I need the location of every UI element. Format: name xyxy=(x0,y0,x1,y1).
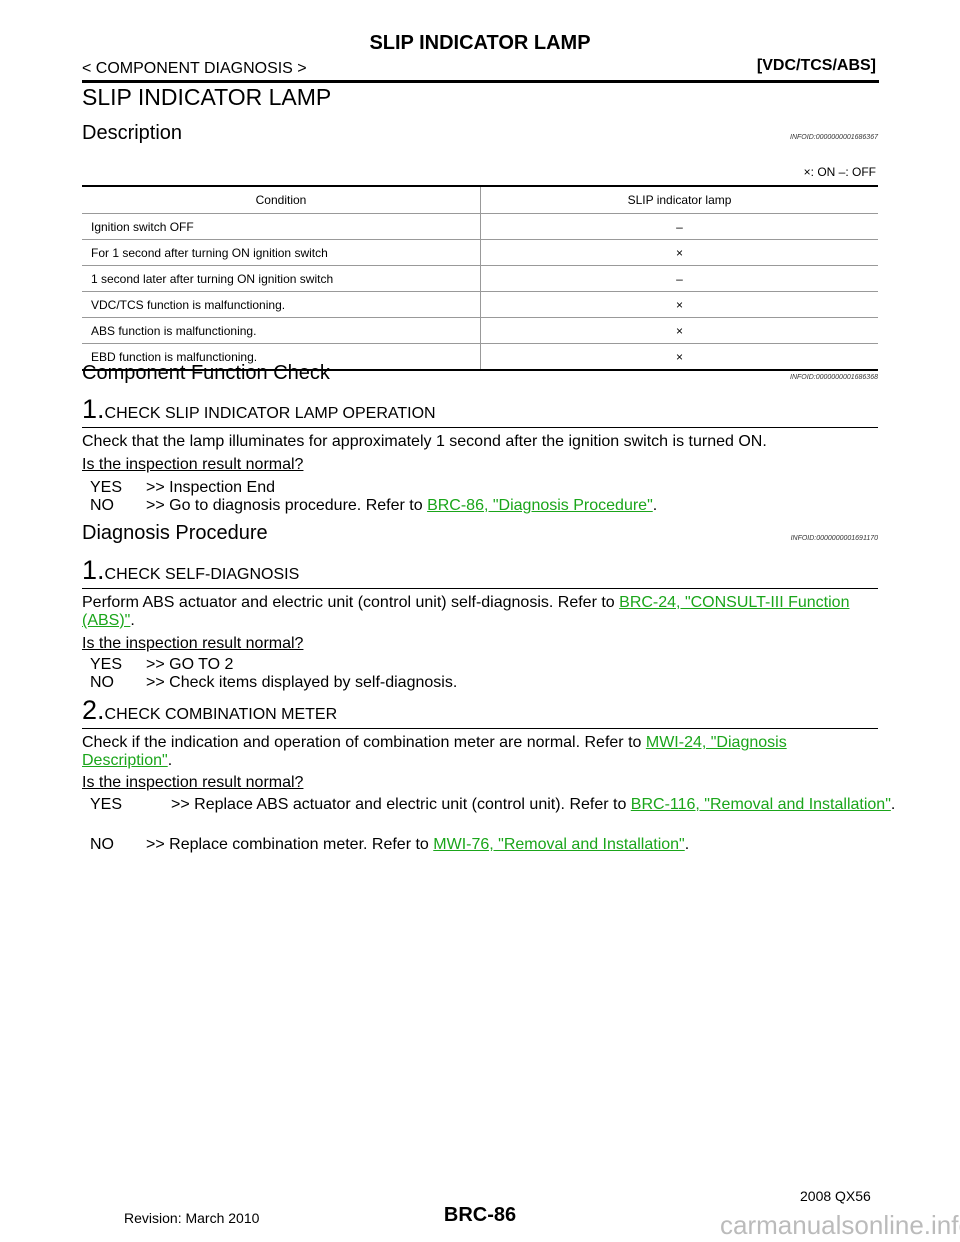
answer-no: NO >> Replace combination meter. Refer to… xyxy=(90,836,886,854)
ref-link[interactable]: BRC-86, "Diagnosis Procedure" xyxy=(427,497,653,514)
step-title: CHECK SELF-DIAGNOSIS xyxy=(104,566,300,583)
column-header: Condition xyxy=(82,185,481,214)
dp-heading: Diagnosis Procedure xyxy=(82,522,268,544)
infoid: INFOID:0000000001691170 xyxy=(790,535,878,542)
dot: . xyxy=(130,612,135,629)
answer-key: NO xyxy=(90,674,114,691)
cell: 1 second later after turning ON ignition… xyxy=(82,265,481,292)
answer-text: >> GO TO 2 xyxy=(146,656,234,673)
cfc-heading: Component Function Check xyxy=(82,362,330,384)
step-heading: 1.CHECK SLIP INDICATOR LAMP OPERATION xyxy=(82,394,878,428)
step-number: 1. xyxy=(82,394,105,424)
text: Perform ABS actuator and electric unit (… xyxy=(82,594,620,611)
cell: × xyxy=(480,239,878,266)
question: Is the inspection result normal? xyxy=(82,635,304,652)
step-text: Check that the lamp illuminates for appr… xyxy=(82,433,767,450)
table-legend: ×: ON –: OFF xyxy=(803,165,876,179)
answer-key: NO xyxy=(90,497,114,514)
cell: For 1 second after turning ON ignition s… xyxy=(82,239,481,266)
answer-text: >> Replace combination meter. Refer to xyxy=(146,836,434,853)
step-number: 2. xyxy=(82,695,105,725)
dot: . xyxy=(167,752,173,769)
answer-key: YES xyxy=(90,479,123,496)
model: 2008 QX56 xyxy=(800,1188,871,1204)
revision: Revision: March 2010 xyxy=(124,1210,260,1226)
table-row: For 1 second after turning ON ignition s… xyxy=(82,239,878,266)
dot: . xyxy=(652,497,658,514)
cell: ABS function is malfunctioning. xyxy=(82,317,481,344)
table-row: EBD function is malfunctioning.× xyxy=(82,343,878,371)
section-label: < COMPONENT DIAGNOSIS > xyxy=(82,60,307,77)
header-rule xyxy=(82,80,879,83)
answer-text: >> Go to diagnosis procedure. Refer to xyxy=(146,497,428,514)
column-header: SLIP indicator lamp xyxy=(480,185,878,214)
infoid: INFOID:0000000001686367 xyxy=(790,134,878,141)
cell: × xyxy=(480,317,878,344)
watermark: carmanualsonline.info xyxy=(720,1210,960,1240)
step-heading: 1.CHECK SELF-DIAGNOSIS xyxy=(82,555,878,589)
ref-link[interactable]: BRC-24, "CONSULT-III Function (ABS)" xyxy=(82,594,850,629)
table-row: ABS function is malfunctioning.× xyxy=(82,317,878,344)
cell: – xyxy=(480,265,878,292)
step-text: Perform ABS actuator and electric unit (… xyxy=(82,594,878,630)
step-text: Check if the indication and operation of… xyxy=(82,734,878,770)
answer-key: NO xyxy=(90,836,114,853)
answer-text: >> Inspection End xyxy=(146,479,275,496)
ref-link[interactable]: BRC-116, "Removal and Installation" xyxy=(630,796,891,813)
answer-yes: YES >> Replace ABS actuator and electric … xyxy=(90,796,959,814)
ref-link[interactable]: MWI-24, "Diagnosis Description" xyxy=(82,734,787,769)
answer-no: NO >> Check items displayed by self-diagn… xyxy=(90,674,886,692)
page-number: BRC-86 xyxy=(443,1204,517,1226)
cell: EBD function is malfunctioning. xyxy=(82,343,481,371)
page-title: SLIP INDICATOR LAMP xyxy=(82,84,332,110)
text: Check if the indication and operation of… xyxy=(82,734,646,751)
step-heading: 2.CHECK COMBINATION METER xyxy=(82,695,878,729)
cell: – xyxy=(480,213,878,240)
step-number: 1. xyxy=(82,555,105,585)
table-row: 1 second later after turning ON ignition… xyxy=(82,265,878,292)
answer-key: YES xyxy=(90,656,123,673)
cell: Ignition switch OFF xyxy=(82,213,481,240)
system-label: [VDC/TCS/ABS] xyxy=(756,57,876,74)
question: Is the inspection result normal? xyxy=(82,456,304,473)
answer-key: YES xyxy=(90,796,123,813)
running-title: SLIP INDICATOR LAMP xyxy=(369,32,591,54)
cell: × xyxy=(480,291,878,318)
answer-no: NO >> Go to diagnosis procedure. Refer to… xyxy=(90,497,886,515)
dot: . xyxy=(890,796,896,813)
question: Is the inspection result normal? xyxy=(82,774,304,791)
cell: × xyxy=(480,343,878,371)
answer-yes: YES >> Inspection End xyxy=(90,479,886,497)
step-title: CHECK COMBINATION METER xyxy=(104,706,338,723)
dot: . xyxy=(684,836,690,853)
infoid: INFOID:0000000001686368 xyxy=(790,374,878,381)
answer-text: >> Check items displayed by self-diagnos… xyxy=(146,674,458,691)
cell: VDC/TCS function is malfunctioning. xyxy=(82,291,481,318)
table-row: Ignition switch OFF– xyxy=(82,213,878,240)
description-heading: Description xyxy=(82,122,183,144)
ref-link[interactable]: MWI-76, "Removal and Installation" xyxy=(433,836,685,853)
table-row: VDC/TCS function is malfunctioning.× xyxy=(82,291,878,318)
step-title: CHECK SLIP INDICATOR LAMP OPERATION xyxy=(104,405,436,422)
answer-yes: YES >> GO TO 2 xyxy=(90,656,886,674)
answer-text: >> Replace ABS actuator and electric uni… xyxy=(171,796,631,813)
